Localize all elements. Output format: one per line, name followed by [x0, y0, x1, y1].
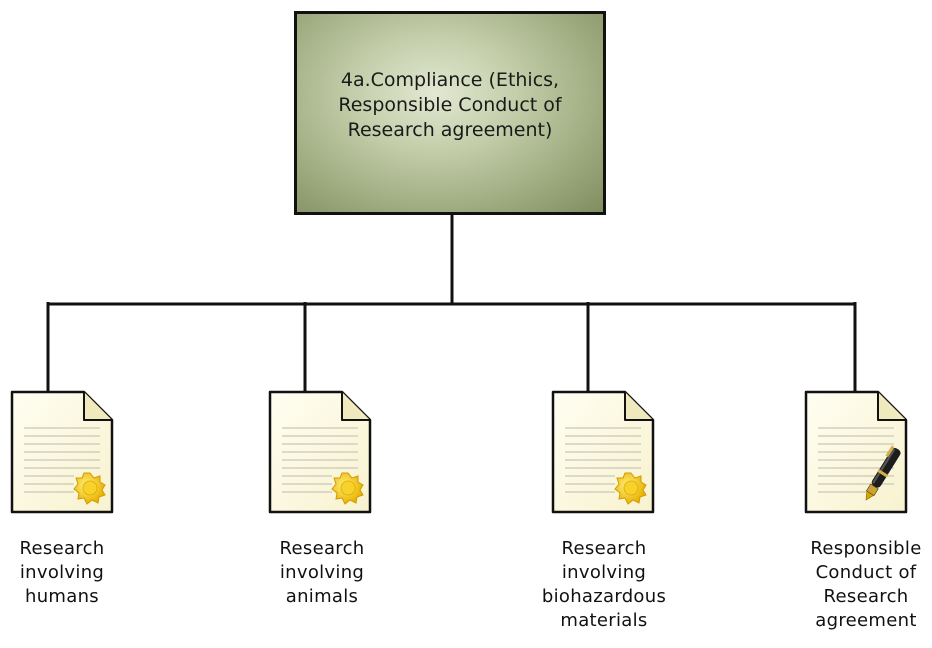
certificate-seal-icon	[268, 390, 372, 514]
child-label-animals: Research involving animals	[279, 538, 365, 607]
certificate-seal-icon	[10, 390, 114, 514]
child-label-biohazardous: Research involving biohazardous material…	[541, 538, 667, 631]
certificate-seal-icon	[551, 390, 655, 514]
root-node-compliance[interactable]: 4a.Compliance (Ethics, Responsible Condu…	[294, 11, 606, 215]
child-label-rcr-agreement: Responsible Conduct of Research agreemen…	[810, 538, 922, 631]
root-node-label: 4a.Compliance (Ethics, Responsible Condu…	[338, 68, 562, 141]
child-label-humans: Research involving humans	[19, 538, 105, 607]
connector-lines	[46, 215, 857, 392]
document-pen-icon	[804, 390, 908, 514]
